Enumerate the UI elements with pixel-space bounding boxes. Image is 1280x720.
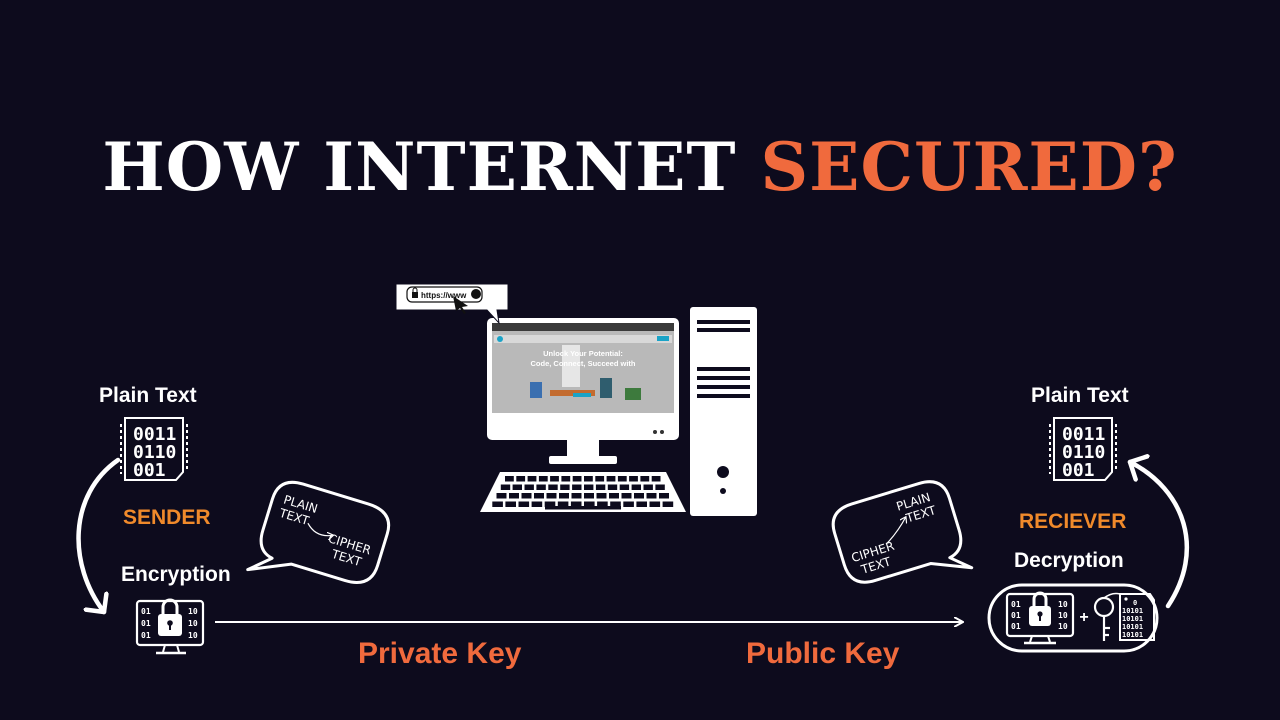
svg-text:01: 01	[141, 619, 151, 628]
svg-text:01: 01	[1011, 600, 1021, 609]
sender-curved-arrow	[79, 460, 118, 612]
receiver-curved-arrow	[1130, 462, 1187, 606]
url-text: https://www	[421, 291, 467, 300]
speech-bubble-right: CIPHER TEXT PLAIN TEXT	[828, 476, 972, 603]
receiver-binary-line-3: 001	[1062, 460, 1095, 481]
binary-document-icon: 0011 0110 001	[121, 418, 187, 481]
binary-document-icon: 0011 0110 001	[1050, 418, 1116, 481]
lock-icon	[158, 600, 182, 636]
browser-hero-line-2: Code, Connect, Succeed with	[530, 359, 635, 368]
decryption-group: 01 01 01 10 10 10 + 0 10101 10101	[989, 585, 1157, 651]
tower-case-icon	[690, 307, 757, 516]
decryption-monitor-icon: 01 01 01 10 10 10	[1007, 593, 1073, 643]
key-tag-line-2: 10101	[1122, 607, 1143, 615]
sender-binary-line-3: 001	[133, 460, 166, 481]
svg-text:+: +	[1079, 609, 1088, 626]
svg-text:10: 10	[188, 607, 198, 616]
lock-icon	[1029, 593, 1051, 626]
svg-text:10: 10	[1058, 622, 1068, 631]
encryption-monitor-icon: 01 01 01 10 10 10	[137, 600, 203, 653]
browser-hero-line-1: Unlock Your Potential:	[543, 349, 623, 358]
svg-text:10: 10	[1058, 611, 1068, 620]
keyboard-icon	[480, 472, 686, 512]
svg-text:01: 01	[141, 607, 151, 616]
svg-text:10: 10	[188, 631, 198, 640]
desktop-computer-icon: Unlock Your Potential: Code, Connect, Su…	[487, 318, 679, 464]
key-tag-line-3: 10101	[1122, 615, 1143, 623]
svg-text:10: 10	[1058, 600, 1068, 609]
key-tag-line-4: 10101	[1122, 623, 1143, 631]
svg-text:01: 01	[1011, 611, 1021, 620]
key-tag-line-1: 0	[1133, 599, 1137, 607]
svg-text:10: 10	[188, 619, 198, 628]
svg-text:01: 01	[141, 631, 151, 640]
speech-bubble-left: PLAIN TEXT CIPHER TEXT	[248, 476, 394, 606]
key-icon: 0 10101 10101 10101 10101	[1095, 594, 1154, 642]
svg-text:01: 01	[1011, 622, 1021, 631]
url-bar-tooltip: https://www	[396, 284, 508, 323]
key-tag-line-5: 10101	[1122, 631, 1143, 639]
